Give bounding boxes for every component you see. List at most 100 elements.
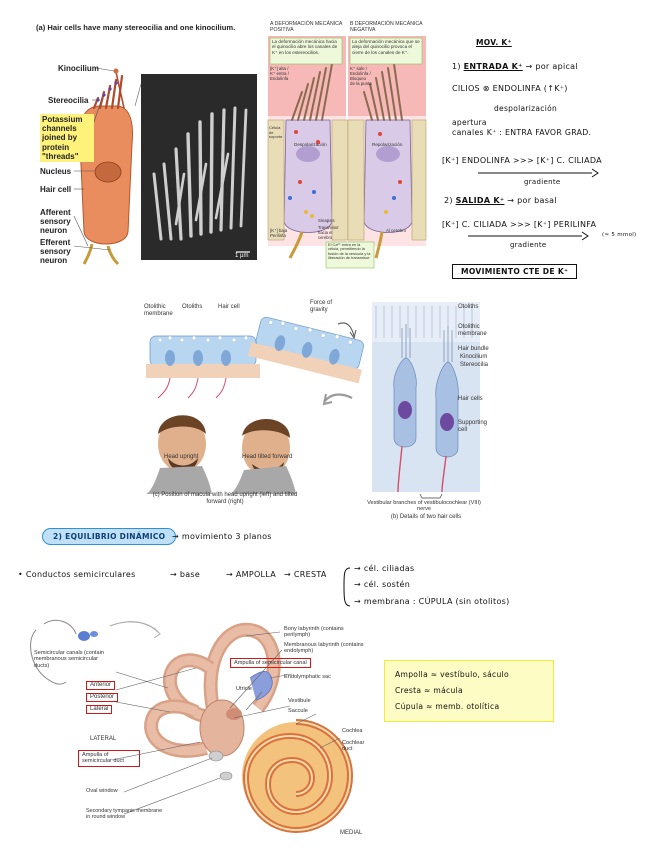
notes-line3: despolarización bbox=[494, 104, 558, 113]
notes-line1: 1) ENTRADA K⁺ → por apical bbox=[452, 62, 578, 71]
label-hair-bundle: Hair bundle bbox=[458, 346, 489, 352]
label-nucleus: Nucleus bbox=[40, 167, 72, 176]
cell-support-label: Célula de soporte bbox=[269, 125, 283, 140]
deflection-b-title: B DEFORMACIÓN MECÁNICA NEGATIVA bbox=[350, 21, 423, 33]
caption-b: (b) Details of two hair cells bbox=[390, 514, 462, 520]
notes-line1-num: 1) bbox=[452, 62, 461, 71]
head-upright-drawing bbox=[146, 415, 212, 494]
label-supporting-cell: Supporting cell bbox=[458, 420, 488, 433]
canals-line-ampolla: → AMPOLLA bbox=[226, 570, 277, 579]
perilinfa-label: [K⁺] baja Perilinfa bbox=[270, 228, 288, 239]
yellow-note-line2: Cresta ≈ mácula bbox=[395, 686, 464, 695]
notes-line4a: apertura bbox=[452, 118, 487, 127]
label-afferent-neuron: Afferent sensory neuron bbox=[40, 208, 71, 236]
label-scale-bar: 1 µm bbox=[235, 253, 249, 259]
label-cochlea: Cochlea bbox=[342, 728, 363, 734]
notes-line5: [K⁺] ENDOLINFA >>> [K⁺] C. CILIADA bbox=[442, 156, 602, 165]
deflection-figure: A DEFORMACIÓN MECÁNICA POSITIVA B DEFORM… bbox=[267, 21, 427, 269]
notes-line6-num: 2) bbox=[444, 196, 453, 205]
label-membranous-labyrinth: Membranous labyrinth (contains endolymph… bbox=[284, 642, 364, 655]
label-medial-direction: MEDIAL bbox=[340, 830, 363, 836]
hair-cell-figure: (a) Hair cells have many stereocilia and… bbox=[36, 23, 262, 266]
head-tilted-drawing bbox=[230, 418, 296, 494]
yellow-note-box: Ampolla ≈ vestíbulo, sáculo Cresta ≈ mác… bbox=[384, 660, 554, 722]
label-otoliths-right: Otoliths bbox=[458, 304, 479, 310]
notes-line6-key: SALIDA K⁺ bbox=[455, 196, 505, 205]
label-anterior: Anterior bbox=[86, 681, 116, 690]
dynamic-equilibrium-arrow-text: → movimiento 3 planos bbox=[172, 532, 272, 541]
depolarization-label: Despolarización bbox=[294, 142, 327, 147]
cresta-branch-3: → membrana : CÚPULA (sin otolitos) bbox=[354, 597, 510, 606]
to-brain-label: Al cerebro bbox=[386, 228, 407, 233]
k-exit-label: K⁺ sale / Endolinfa / Bloqueo de la punt… bbox=[350, 66, 372, 87]
gradient-arrow-1 bbox=[478, 168, 599, 178]
synapse-label: Sinapsis bbox=[318, 218, 335, 223]
k-entry-label: [K⁺] alta / K⁺ entra / Endolinfa bbox=[270, 66, 289, 82]
label-potassium-channels: Potassium channels joined by protein "th… bbox=[40, 114, 94, 162]
label-vestibule: Vestibule bbox=[288, 698, 311, 704]
cresta-branch-1: → cél. ciliadas bbox=[354, 564, 415, 573]
notes-line6-rest: → por basal bbox=[507, 196, 557, 205]
label-semicircular-canals: Semicircular canals (contain membranous … bbox=[34, 650, 104, 669]
yellow-note-line3: Cúpula ≈ memb. otolítica bbox=[395, 702, 500, 711]
deflection-a-note: La deformación mecánica hacia el quinoci… bbox=[272, 39, 338, 55]
label-kinocilium: Kinocilium bbox=[58, 64, 99, 73]
macula-figure: Otolithic membrane Otoliths Hair cell Fo… bbox=[140, 298, 500, 522]
cresta-branch-2: → cél. sostén bbox=[354, 580, 411, 589]
notes-line7: [K⁺] C. CILIADA >>> [K⁺] PERILINFA bbox=[442, 220, 597, 229]
label-round-window: Secondary tympanic membrane in round win… bbox=[86, 808, 163, 821]
calcium-note: El Ca²⁺ entra en la célula, permitiendo … bbox=[328, 242, 371, 261]
label-lateral: Lateral bbox=[86, 705, 113, 714]
transmitter-label: Transmisor hacia el cerebro bbox=[318, 225, 339, 240]
canals-line-start: • Conductos semicirculares bbox=[18, 570, 136, 579]
label-vestibular-branches: Vestibular branches of vestibulocochlear… bbox=[367, 500, 481, 513]
deflection-a-title: A DEFORMACIÓN MECÁNICA POSITIVA bbox=[270, 21, 343, 33]
macula-illustration bbox=[146, 302, 480, 499]
label-posterior: Posterior bbox=[86, 693, 119, 702]
notes-line1-rest: → por apical bbox=[525, 62, 578, 71]
label-ampulla-canal: Ampulla of semicircular canal bbox=[230, 658, 311, 669]
notes-line7-sup: (≈ 5 mmol) bbox=[602, 232, 637, 238]
notes-line7-sub: gradiente bbox=[510, 241, 547, 249]
label-efferent-neuron: Efferent sensory neuron bbox=[40, 238, 71, 266]
label-stereocilia-right: Stereocilia bbox=[460, 362, 489, 368]
caption-c: (c) Position of macula with head upright… bbox=[152, 492, 298, 505]
label-head-tilted: Head tilted forward bbox=[242, 454, 293, 460]
label-endolymphatic-sac: Endolymphatic sac bbox=[284, 674, 331, 680]
label-otolithic-membrane: Otolithic membrane bbox=[144, 304, 173, 317]
notes-line1-key: ENTRADA K⁺ bbox=[463, 62, 523, 71]
gradient-arrow-2 bbox=[468, 231, 589, 241]
hair-cell-illustration bbox=[73, 67, 257, 266]
notes-heading: MOV. K⁺ bbox=[476, 38, 512, 47]
notes-boxed-conclusion: MOVIMIENTO CTE DE K⁺ bbox=[452, 264, 578, 279]
label-otolithic-membrane-right: Otolithic membrane bbox=[458, 324, 487, 337]
cresta-brace bbox=[343, 567, 351, 607]
yellow-note-line1: Ampolla ≈ vestíbulo, sáculo bbox=[395, 670, 510, 679]
label-stereocilia: Stereocilia bbox=[48, 96, 89, 105]
label-hair-cell-left: Hair cell bbox=[218, 304, 240, 310]
inner-ear-figure: Semicircular canals (contain membranous … bbox=[20, 608, 380, 840]
label-hair-cells-right: Hair cells bbox=[458, 396, 483, 402]
label-saccule: Saccule bbox=[288, 708, 308, 714]
label-cochlear-duct: Cochlear duct bbox=[342, 740, 365, 753]
label-oval-window: Oval window bbox=[86, 788, 118, 794]
canals-line-cresta: → CRESTA bbox=[284, 570, 327, 579]
deflection-b-note: La deformación mecánica que se aleja del… bbox=[352, 39, 420, 55]
repolarization-label: Repolarización bbox=[372, 142, 403, 147]
label-head-upright: Head upright bbox=[164, 454, 199, 460]
label-force-gravity: Force of gravity bbox=[310, 300, 333, 313]
canals-line-base: → base bbox=[170, 570, 201, 579]
dynamic-equilibrium-pill: 2) EQUILIBRIO DINÁMICO bbox=[42, 528, 177, 545]
notes-line6: 2) SALIDA K⁺ → por basal bbox=[444, 196, 557, 205]
hair-cell-title: (a) Hair cells have many stereocilia and… bbox=[36, 23, 236, 32]
label-otoliths-left: Otoliths bbox=[182, 304, 203, 310]
label-utricle: Utricle bbox=[236, 686, 252, 692]
label-ampulla-duct: Ampulla of semicircular duct bbox=[78, 750, 140, 767]
inner-ear-illustration bbox=[30, 619, 354, 834]
notes-line4b: canales K⁺ : ENTRA FAVOR GRAD. bbox=[452, 128, 592, 137]
label-kinocilium-right: Kinocilium bbox=[460, 354, 488, 360]
potassium-notes: MOV. K⁺ 1) ENTRADA K⁺ → por apical CILIO… bbox=[438, 32, 652, 282]
deflection-illustration bbox=[267, 36, 427, 269]
notes-line5-sub: gradiente bbox=[524, 178, 561, 186]
label-bony-labyrinth: Bony labyrinth (contains perilymph) bbox=[284, 626, 344, 639]
